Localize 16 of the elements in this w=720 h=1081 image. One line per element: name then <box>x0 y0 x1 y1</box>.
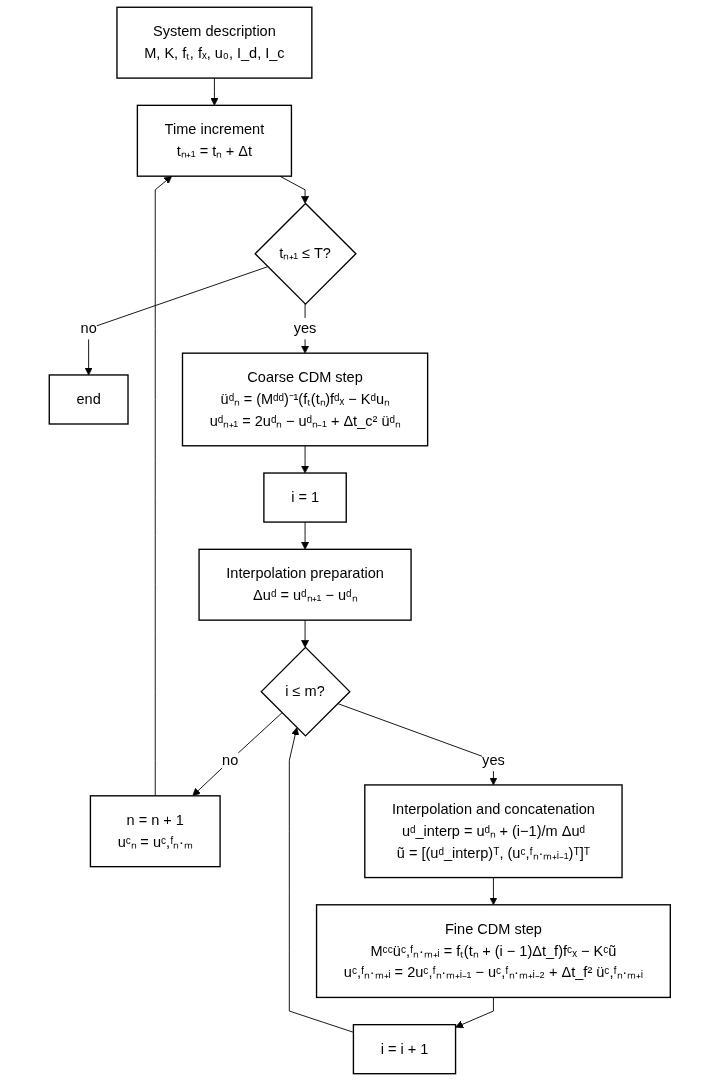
edge-label: yes <box>482 752 505 768</box>
node-box: Coarse CDM step üᵈₙ = (Mᵈᵈ)⁻¹(fₜ(tₙ)fᵈₓ − Kᵈuₙ uᵈₙ₊₁ = 2uᵈₙ − uᵈₙ₋₁ + Δt_c² üᵈₙ <box>182 352 429 447</box>
node-diamond: tₙ₊₁ ≤ T? <box>254 202 358 306</box>
node-box: end <box>48 374 129 425</box>
node-box: System description M, K, fₜ, fₓ, u₀, I_d, I_c <box>116 6 313 79</box>
edge-label: yes <box>293 320 317 336</box>
edge-label: no <box>222 752 239 768</box>
node-box: Interpolation and concatenation uᵈ_interp = uᵈₙ + (i−1)/m Δuᵈ ũ = [(uᵈ_interp)ᵀ, (uᶜ,ᶠₙ·ₘ₊ᵢ₋₁)ᵀ]ᵀ <box>364 784 623 879</box>
node-box: n = n + 1 uᶜₙ = uᶜ,ᶠₙ·ₘ <box>89 795 221 868</box>
node-box: i = 1 <box>263 472 348 523</box>
node-box: i = i + 1 <box>352 1024 457 1075</box>
node-box: Interpolation preparation Δuᵈ = uᵈₙ₊₁ − uᵈₙ <box>198 548 412 621</box>
edge-label: no <box>80 320 97 336</box>
node-diamond: i ≤ m? <box>260 646 351 737</box>
node-box: Time increment tₙ₊₁ = tₙ + Δt <box>136 104 293 177</box>
node-box: Fine CDM step Mᶜᶜüᶜ,ᶠₙ·ₘ₊ᵢ = fₜ(tₙ + (i − 1)Δt_f)fᶜₓ − Kᶜũ uᶜ,ᶠₙ·ₘ₊ᵢ = 2uᶜ,ᶠₙ·ₘ₊ᵢ₋₁ − uᶜ,ᶠₙ·ₘ₊ᵢ₋₂ + Δt_f² üᶜ,ᶠₙ·ₘ₊ᵢ <box>316 904 672 999</box>
